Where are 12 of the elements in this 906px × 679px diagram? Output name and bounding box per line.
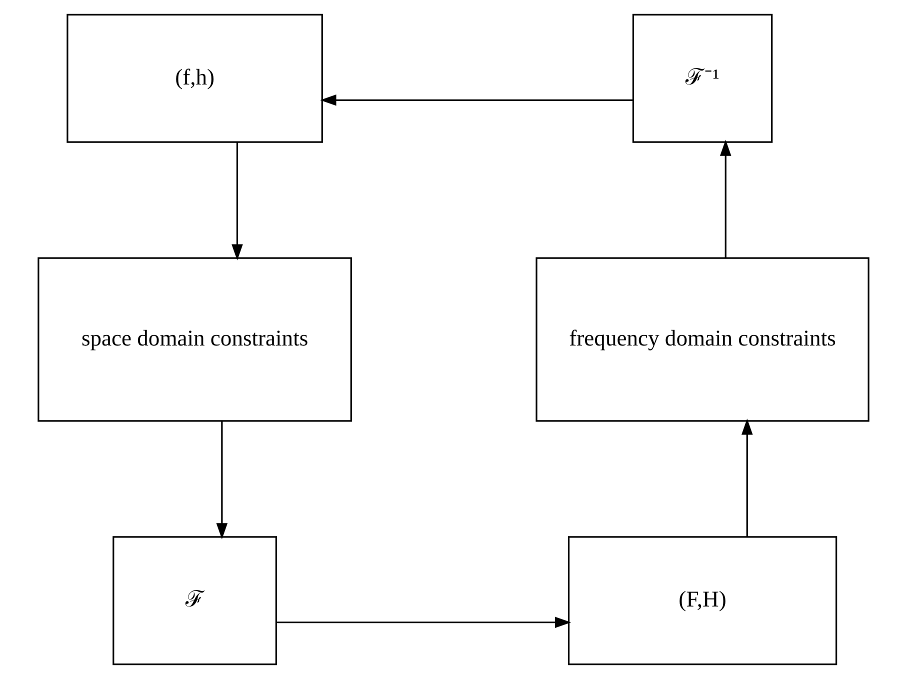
node-box: (f,h): [66, 14, 322, 143]
arrow: [216, 421, 228, 540]
arrow: [320, 94, 632, 106]
node-box: (F,H): [567, 536, 837, 666]
node-box: space domain constraints: [37, 257, 352, 422]
arrow: [231, 142, 242, 260]
node-box: ℱ⁻¹: [632, 14, 772, 143]
arrow: [740, 418, 752, 537]
node-box: frequency domain constraints: [535, 257, 869, 422]
arrow: [719, 140, 731, 258]
node-box: ℱ: [112, 536, 276, 666]
arrow: [276, 616, 571, 628]
